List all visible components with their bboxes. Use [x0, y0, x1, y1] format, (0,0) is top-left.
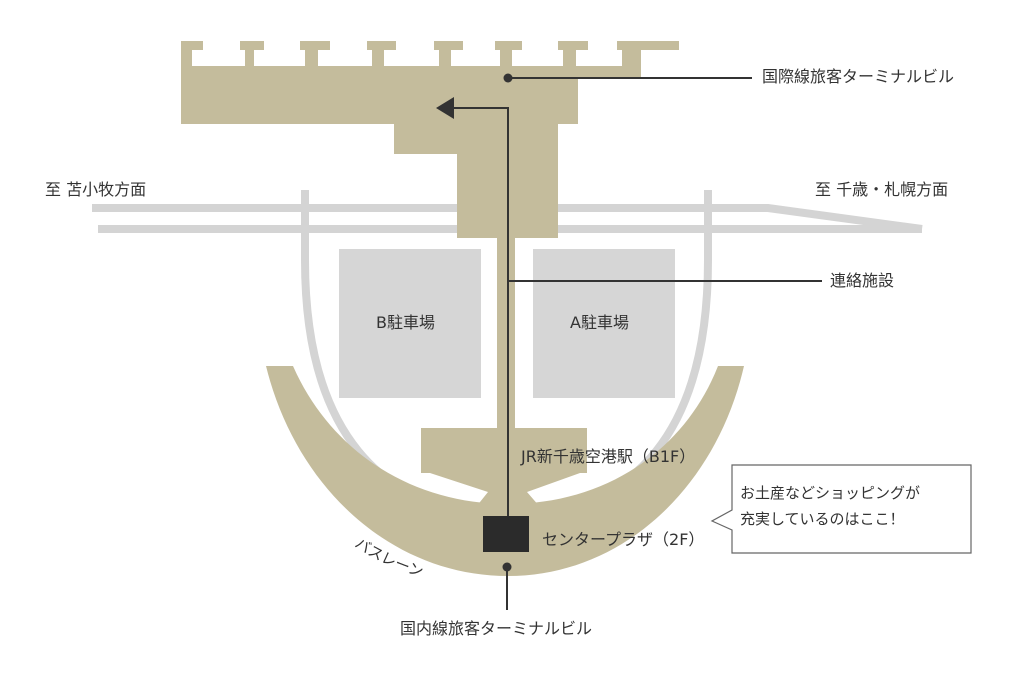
- domestic-terminal-label: 国内線旅客ターミナルビル: [400, 619, 593, 638]
- parking-b-label: B駐車場: [376, 313, 435, 332]
- connecting-facility-label: 連絡施設: [830, 271, 895, 290]
- parking-a-lot: [533, 249, 675, 398]
- domestic-terminal-building: [266, 366, 744, 576]
- to-tomakomai-label: 至 苫小牧方面: [45, 180, 147, 199]
- buildings: [181, 41, 744, 576]
- jr-station-block: [421, 428, 587, 473]
- callout-bubble: [710, 464, 972, 554]
- route-arrow-icon: [436, 97, 454, 119]
- station-funnel: [430, 473, 580, 507]
- route-line: [450, 107, 509, 521]
- callout-line-1: お土産などショッピングが: [740, 484, 921, 502]
- international-terminal-building: [181, 41, 679, 238]
- to-sapporo-label: 至 千歳・札幌方面: [815, 180, 949, 199]
- callout-line-2: 充実しているのはここ！: [740, 510, 905, 528]
- center-plaza-marker[interactable]: [483, 516, 529, 552]
- domestic-dot: [502, 562, 512, 572]
- road-upper: [92, 204, 923, 233]
- jr-station-label: JR新千歳空港駅（B1F）: [521, 447, 696, 466]
- international-terminal-label: 国際線旅客ターミナルビル: [762, 67, 955, 86]
- parking-b-lot: [339, 249, 481, 398]
- connecting-corridor: [497, 238, 515, 428]
- leader-lines: [450, 77, 822, 610]
- center-plaza-label: センタープラザ（2F）: [542, 530, 705, 549]
- parking-a-label: A駐車場: [570, 313, 629, 332]
- callout-text: お土産などショッピングが 充実しているのはここ！: [740, 480, 966, 532]
- intl-dot: [503, 73, 513, 83]
